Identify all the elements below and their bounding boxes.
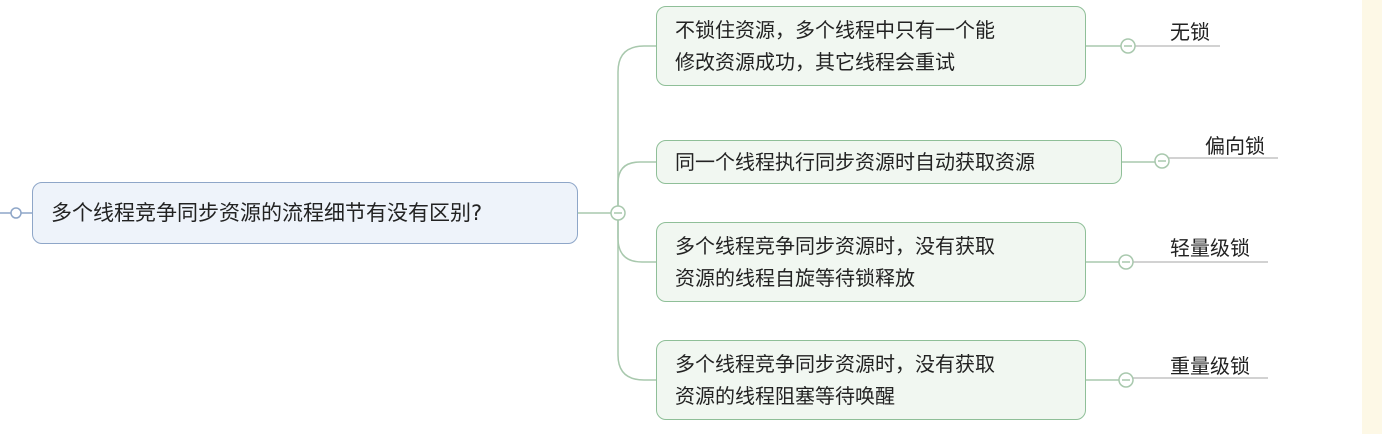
side-panel	[1362, 0, 1382, 434]
leaf-label-4[interactable]: 重量级锁	[1170, 354, 1250, 378]
fork-curve-3	[617, 213, 656, 263]
branch-node-1[interactable]: 不锁住资源，多个线程中只有一个能 修改资源成功，其它线程会重试	[656, 6, 1086, 86]
leaf-label-3[interactable]: 轻量级锁	[1170, 236, 1250, 260]
branch-node-4[interactable]: 多个线程竞争同步资源时，没有获取 资源的线程阻塞等待唤醒	[656, 340, 1086, 420]
root-lead-collapse-icon[interactable]	[10, 207, 22, 219]
leaf-label-1[interactable]: 无锁	[1170, 20, 1210, 44]
leaf-label-2[interactable]: 偏向锁	[1205, 134, 1265, 158]
fork-curve-4	[617, 213, 656, 381]
root-node[interactable]: 多个线程竞争同步资源的流程细节有没有区别?	[32, 182, 578, 244]
fork-curve-2	[617, 161, 656, 213]
branch-node-2[interactable]: 同一个线程执行同步资源时自动获取资源	[656, 140, 1122, 184]
fork-curve-1	[617, 45, 656, 213]
branch-node-3[interactable]: 多个线程竞争同步资源时，没有获取 资源的线程自旋等待锁释放	[656, 222, 1086, 302]
